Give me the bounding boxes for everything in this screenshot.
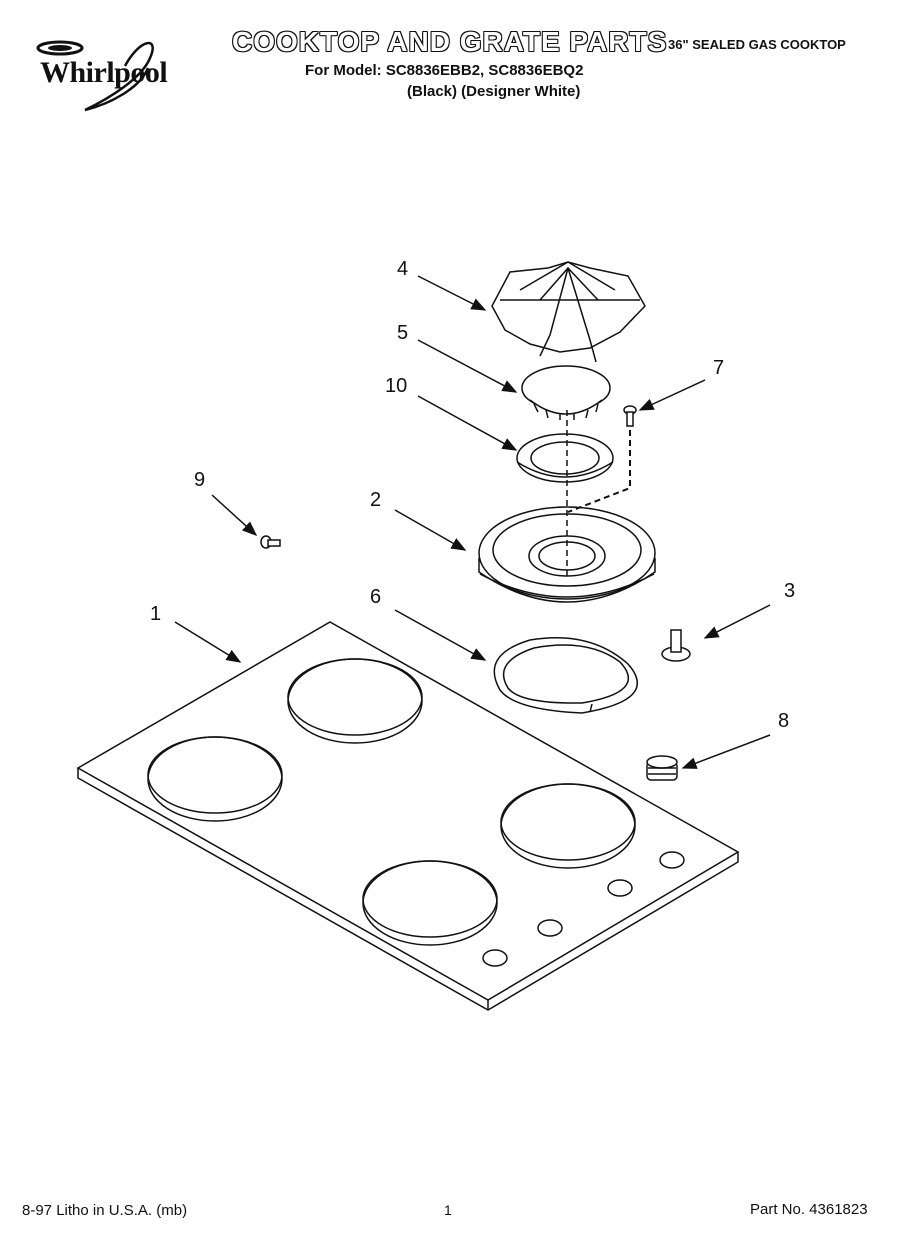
burner-grate bbox=[491, 261, 646, 363]
spring-grommet bbox=[646, 755, 678, 781]
callout-4: 4 bbox=[397, 258, 408, 280]
cooktop-panel bbox=[76, 621, 740, 1011]
callout-leaders bbox=[174, 275, 771, 769]
model-numbers: For Model: SC8836EBB2, SC8836EBQ2 bbox=[305, 62, 584, 79]
callout-10: 10 bbox=[385, 375, 407, 397]
brand-name: Whirlpool bbox=[40, 56, 168, 89]
callout-5: 5 bbox=[397, 322, 408, 344]
callout-2: 2 bbox=[370, 489, 381, 511]
knob-stem bbox=[661, 629, 691, 662]
seal-ring bbox=[493, 637, 639, 714]
callout-8: 8 bbox=[778, 710, 789, 732]
page-title: COOKTOP AND GRATE PARTS bbox=[232, 26, 668, 57]
part-number: Part No. 4361823 bbox=[750, 1201, 868, 1218]
burner-cap bbox=[521, 365, 611, 420]
litho-note: 8-97 Litho in U.S.A. (mb) bbox=[22, 1202, 188, 1219]
callout-3: 3 bbox=[784, 580, 795, 602]
callout-7: 7 bbox=[713, 357, 724, 379]
whirlpool-swirl-icon bbox=[36, 40, 154, 112]
callout-9: 9 bbox=[194, 469, 205, 491]
page-number: 1 bbox=[444, 1202, 452, 1218]
page-subtitle: 36" SEALED GAS COOKTOP bbox=[668, 37, 846, 52]
callout-6: 6 bbox=[370, 586, 381, 608]
whirlpool-logo: Whirlpool bbox=[30, 38, 190, 118]
callout-1: 1 bbox=[150, 603, 161, 625]
screw-7-leader bbox=[567, 430, 631, 513]
screw-9 bbox=[260, 535, 281, 549]
model-variants: (Black) (Designer White) bbox=[407, 83, 581, 100]
burner-ring bbox=[516, 433, 614, 483]
screw-7 bbox=[623, 405, 637, 427]
